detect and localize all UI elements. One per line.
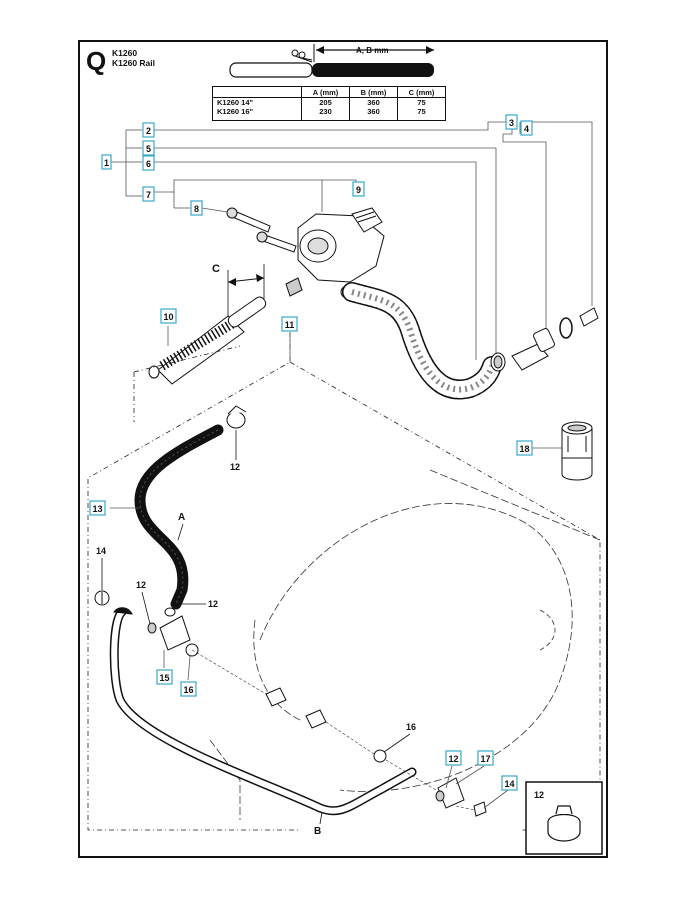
inset-detail: 12 <box>525 781 603 855</box>
callout-17: 17 <box>477 750 494 766</box>
callout-17-text: 17 <box>480 754 490 764</box>
inset-label: 12 <box>534 790 544 800</box>
callout-11: 11 <box>281 316 298 332</box>
water-valve-assembly <box>285 207 385 300</box>
part-14-label: 14 <box>96 546 106 556</box>
callout-14: 14 <box>501 775 518 791</box>
scissors-icon <box>291 49 313 63</box>
hose-clamp-top <box>226 405 247 429</box>
callout-8: 8 <box>190 200 203 216</box>
water-hose-lower <box>134 424 224 610</box>
water-pipe <box>109 607 417 816</box>
callout-6: 6 <box>142 155 155 171</box>
kit-boundary <box>87 332 601 831</box>
callout-15-text: 15 <box>159 673 169 683</box>
dimension-table: A (mm) B (mm) C (mm) K1260 14" K1260 16"… <box>212 86 446 121</box>
callout-14-text: 14 <box>504 779 514 789</box>
callout-18: 18 <box>516 440 533 456</box>
table-row: K1260 14" K1260 16" 205 230 360 360 75 7… <box>212 97 446 121</box>
col-header-model <box>212 86 302 98</box>
part-12-label-c: 12 <box>208 599 218 609</box>
callout-11-text: 11 <box>285 320 295 330</box>
model-name-1: K1260 <box>112 48 138 58</box>
callout-10: 10 <box>160 308 177 324</box>
section-letter: Q <box>86 46 107 76</box>
col-header-c: C (mm) <box>397 86 446 98</box>
callout-labels: 1 2 3 4 5 6 7 8 9 10 11 13 15 16 12 17 1… <box>89 114 533 791</box>
callout-12-text: 12 <box>448 754 458 764</box>
callout-10-text: 10 <box>163 312 173 322</box>
callout-6-text: 6 <box>146 159 151 169</box>
callout-1: 1 <box>101 154 112 170</box>
part-16-label: 16 <box>406 722 416 732</box>
callout-5-text: 5 <box>146 144 151 154</box>
cell-b: 360 360 <box>349 97 398 121</box>
callout-8-text: 8 <box>194 204 199 214</box>
callout-13: 13 <box>89 500 106 516</box>
drawing-frame <box>78 40 608 858</box>
machine-outline <box>209 469 601 820</box>
part-12-label-b: 12 <box>136 580 146 590</box>
col-header-a: A (mm) <box>301 86 350 98</box>
callout-7-text: 7 <box>146 190 151 200</box>
assembly-guides <box>191 649 475 811</box>
callout-4-text: 4 <box>524 124 529 134</box>
dimension-arrow-label: A, B mm <box>356 46 388 55</box>
dim-c-label: C <box>212 263 220 275</box>
callout-2: 2 <box>142 122 155 138</box>
plain-labels: A B 12 12 12 14 16 <box>96 430 416 837</box>
callout-16: 16 <box>180 681 197 697</box>
callout-7: 7 <box>142 186 155 202</box>
clamp-icon <box>547 805 581 842</box>
callout-4: 4 <box>520 120 533 136</box>
water-hose-upper <box>342 282 502 400</box>
callout-9-text: 9 <box>356 185 361 195</box>
callout-18-text: 18 <box>519 444 529 454</box>
callout-16-text: 16 <box>183 685 193 695</box>
callout-1-text: 1 <box>104 158 109 168</box>
callout-9: 9 <box>352 181 365 197</box>
callout-5: 5 <box>142 140 155 156</box>
hose-coupling-parts <box>490 307 599 372</box>
dim-b-label: B <box>314 826 321 837</box>
callout-12: 12 <box>445 750 462 766</box>
callout-15: 15 <box>156 669 173 685</box>
cell-a: 205 230 <box>301 97 350 121</box>
hose-dimension-sketch: A, B mm <box>229 44 434 78</box>
t-fitting <box>94 590 487 817</box>
lower-leaders <box>110 326 509 809</box>
callout-3-text: 3 <box>509 118 514 128</box>
callout-13-text: 13 <box>92 504 102 514</box>
cell-c: 75 75 <box>397 97 446 121</box>
col-header-b: B (mm) <box>349 86 398 98</box>
dim-a-label: A <box>178 512 185 523</box>
cell-model: K1260 14" K1260 16" <box>212 97 302 121</box>
hose-connector <box>561 421 593 481</box>
screws <box>226 207 297 253</box>
hose-spring <box>148 296 267 385</box>
model-name-2: K1260 Rail <box>112 58 155 68</box>
dimension-c: C <box>212 263 265 320</box>
callout-2-text: 2 <box>146 126 151 136</box>
part-12-label-a: 12 <box>230 462 240 472</box>
callout-3: 3 <box>505 114 518 130</box>
